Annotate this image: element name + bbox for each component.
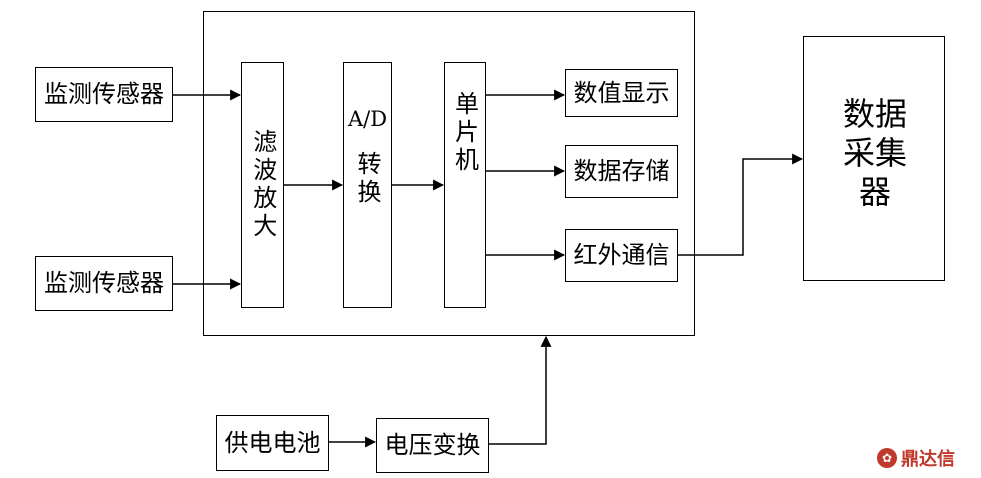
mcu-label: 单片机: [450, 91, 479, 175]
display-label: 数值显示: [573, 78, 670, 107]
arrow-infrared-to-collector: [678, 153, 804, 256]
watermark-logo: ✿ 鼎达信: [877, 445, 955, 471]
sensor-bottom-label: 监测传感器: [44, 269, 164, 298]
storage-label: 数据存储: [573, 157, 670, 186]
sensor-top-box: 监测传感器: [35, 67, 173, 122]
ad-sub-label: 转换: [353, 151, 381, 207]
battery-label: 供电电池: [224, 428, 321, 457]
mcu-box: 单片机: [444, 62, 486, 308]
voltage-converter-box: 电压变换: [376, 418, 489, 473]
infrared-box: 红外通信: [565, 229, 678, 282]
logo-mark-icon: ✿: [877, 448, 897, 468]
ad-converter-box: A/D 转换: [343, 62, 392, 308]
ad-title-label: A/D: [347, 107, 388, 131]
sensor-bottom-box: 监测传感器: [35, 256, 173, 311]
collector-box: 数据采集器: [803, 36, 945, 281]
display-box: 数值显示: [565, 69, 678, 117]
filter-amp-label: 滤波放大: [248, 129, 277, 241]
storage-box: 数据存储: [565, 145, 678, 198]
filter-amp-box: 滤波放大: [241, 62, 284, 308]
sensor-top-label: 监测传感器: [44, 80, 164, 109]
battery-box: 供电电池: [216, 415, 329, 471]
voltage-converter-label: 电压变换: [384, 431, 481, 460]
infrared-label: 红外通信: [573, 241, 670, 270]
collector-label: 数据采集器: [842, 95, 907, 212]
arrow-converter-to-module: [489, 335, 552, 445]
watermark-text: 鼎达信: [901, 449, 955, 470]
